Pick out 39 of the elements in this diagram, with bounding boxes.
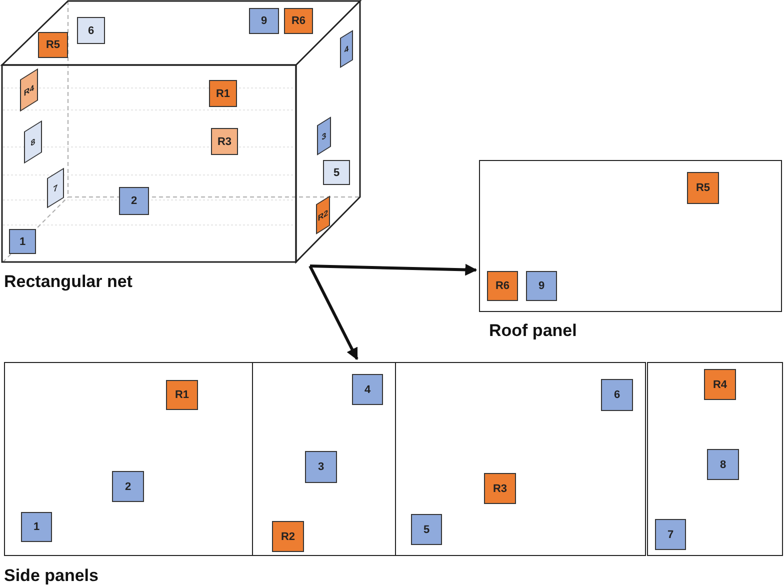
label-tile: R3 <box>484 473 516 504</box>
label-tile: 1 <box>21 512 52 542</box>
label-tile: R1 <box>209 80 237 107</box>
label-tile: 8 <box>707 449 739 480</box>
label-tile: 8 <box>24 120 42 164</box>
panel-outline <box>395 362 646 556</box>
label-tile: R6 <box>284 8 313 34</box>
label-tile: 6 <box>77 17 105 44</box>
label-tile: R2 <box>316 196 330 234</box>
label-tile: R2 <box>272 521 304 552</box>
label-tile: R4 <box>704 369 736 400</box>
label-tile: R5 <box>38 32 68 58</box>
panel-outline <box>252 362 396 556</box>
label-tile: 5 <box>323 160 350 185</box>
panel-title: Rectangular net <box>4 272 132 292</box>
label-tile: R3 <box>211 128 238 155</box>
label-tile: 9 <box>249 8 279 34</box>
label-tile: 4 <box>352 374 383 405</box>
label-tile: R1 <box>166 380 198 410</box>
label-tile: 1 <box>9 229 36 254</box>
panel-outline <box>647 362 783 556</box>
panel-outline <box>4 362 253 556</box>
label-tile: 9 <box>526 271 557 301</box>
label-tile: R6 <box>487 271 518 301</box>
label-tile: 6 <box>601 379 633 411</box>
label-tile: 7 <box>47 168 64 208</box>
label-tile: 7 <box>655 519 686 550</box>
panel-title: Roof panel <box>489 321 577 341</box>
arrow <box>310 264 478 276</box>
label-tile: 2 <box>112 471 144 502</box>
label-tile: 5 <box>411 514 442 545</box>
label-tile: 4 <box>340 30 353 68</box>
arrow <box>308 265 358 360</box>
label-tile: R5 <box>687 172 719 204</box>
label-tile: R4 <box>20 68 38 112</box>
label-tile: 3 <box>305 451 337 483</box>
label-tile: 2 <box>119 187 149 215</box>
panel-title: Side panels <box>4 566 98 586</box>
label-tile: 3 <box>317 116 331 156</box>
